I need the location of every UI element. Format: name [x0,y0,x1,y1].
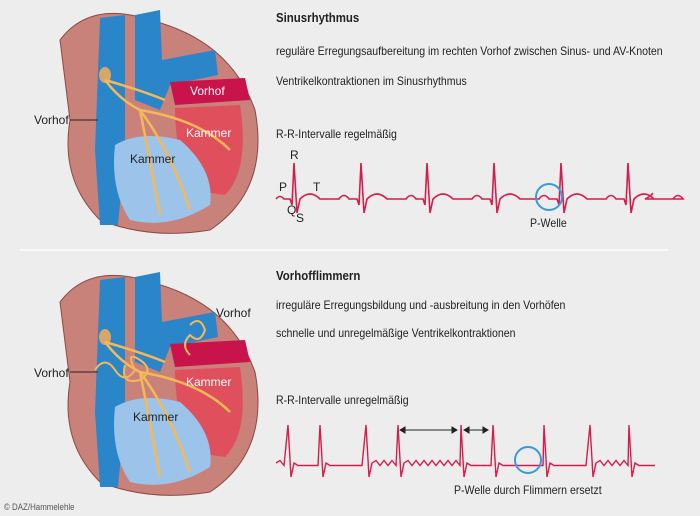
p-wave-label: P-Welle [530,216,567,230]
label-atrium-left: Vorhof [34,113,69,127]
copyright: © DAZ/Hammelehle [4,502,75,512]
ecg-caption: R-R-Intervalle unregelmäßig [276,393,409,407]
label-ventricle-right: Kammer [186,375,232,389]
description-line: reguläre Erregungsaufbereitung im rechte… [276,44,663,58]
wave-label-s: S [296,211,305,225]
section-title: Sinusrhythmus [276,10,360,25]
heart-sinus-illustration [58,8,260,235]
p-wave-circle [535,183,563,211]
wave-label-p: P [279,180,288,194]
description-line: Ventrikelkontraktionen im Sinusrhythmus [276,74,467,88]
label-atrium-right: Vorhof [190,84,225,98]
rr-interval-arrows [399,426,489,434]
fibrillation-scribble [94,320,207,382]
wave-label-r: R [290,148,299,162]
label-ventricle-left: Kammer [130,152,176,166]
label-ventricle-left: Kammer [133,410,179,424]
wave-label-t: T [313,180,321,194]
label-atrium-right: Vorhof [216,306,251,320]
ecg-sinus-trace [275,162,685,214]
ecg-caption: R-R-Intervalle regelmäßig [276,127,397,141]
wave-label-q: Q [287,203,297,217]
ecg-afib-trace [275,424,655,478]
fibrillation-label: P-Welle durch Flimmern ersetzt [454,483,602,497]
description-line: irreguläre Erregungsbildung und -ausbrei… [276,298,566,312]
section-title: Vorhofflimmern [276,268,361,283]
description-line: schnelle und unregelmäßige Ventrikelkont… [276,326,516,340]
fibrillation-circle [514,446,542,474]
label-atrium-left: Vorhof [34,366,69,380]
label-ventricle-right: Kammer [186,126,232,140]
